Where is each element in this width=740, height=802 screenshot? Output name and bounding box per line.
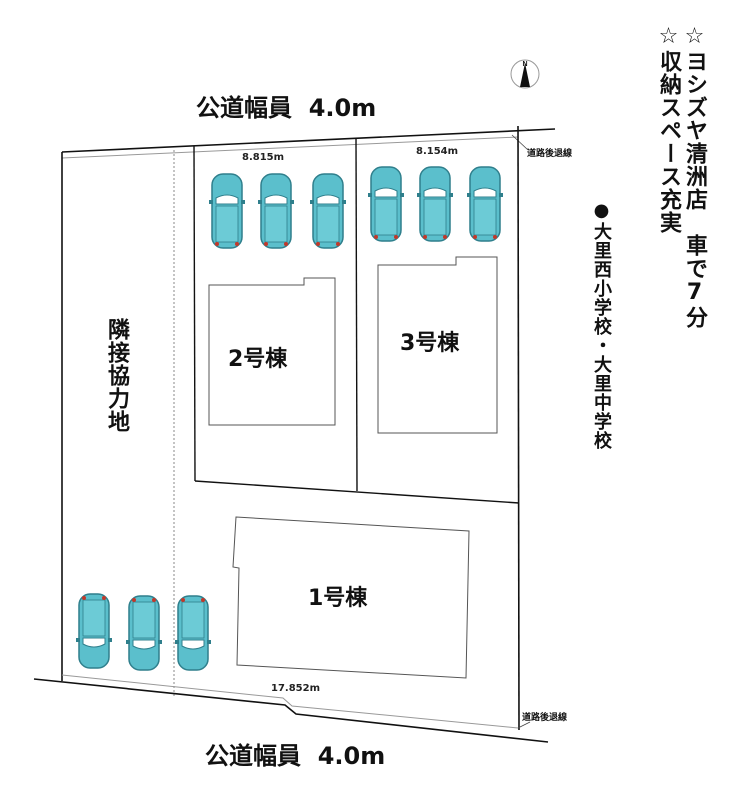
lot23-bottom-boundary <box>194 480 520 504</box>
lot2-lot3-division <box>355 137 358 492</box>
adjacent-land-label: 隣接協力地 <box>104 318 129 433</box>
top-setback-line <box>61 136 519 159</box>
bottom-setback-leader <box>517 721 531 729</box>
top-road-label: 公道幅員 4.0m <box>196 88 376 123</box>
top-road-edge <box>61 128 556 153</box>
bottom-road-edge <box>33 678 549 743</box>
top-setback-label: 道路後退線 <box>527 149 573 159</box>
bottom-road-width: 4.0m <box>317 742 386 770</box>
parking-car-icon <box>416 165 454 243</box>
bottom-road-name: 公道幅員 <box>205 742 301 770</box>
top-road-width: 4.0m <box>308 94 377 122</box>
parking-car-icon <box>174 594 212 672</box>
building-3-footprint <box>377 256 498 434</box>
bottom-setback-line <box>61 674 519 729</box>
promo-schools: ●大里西小学校・大里中学校 <box>591 200 612 450</box>
parking-car-icon <box>309 172 347 250</box>
parking-car-icon <box>466 165 504 243</box>
lot1-frontage-dimension: 17.852m <box>271 683 321 694</box>
right-boundary <box>517 125 520 731</box>
building-2-footprint <box>208 277 336 426</box>
top-setback-leader <box>511 134 529 151</box>
parking-car-icon <box>208 172 246 250</box>
lot3-frontage-dimension: 8.154m <box>416 146 459 157</box>
promo-line-2: ☆収納スペース充実 <box>656 24 681 234</box>
bottom-setback-label: 道路後退線 <box>522 713 568 723</box>
lot2-frontage-dimension: 8.815m <box>242 152 285 163</box>
svg-text:N: N <box>522 61 527 68</box>
building-1-footprint <box>232 516 470 679</box>
parking-car-icon <box>257 172 295 250</box>
lot2-left-boundary <box>193 145 196 482</box>
building-2-label: 2号棟 <box>228 347 288 372</box>
parking-car-icon <box>125 594 163 672</box>
bottom-road-label: 公道幅員 4.0m <box>205 736 385 771</box>
north-arrow-icon: N <box>510 59 540 89</box>
parking-car-icon <box>75 592 113 670</box>
building-3-label: 3号棟 <box>400 331 460 356</box>
parking-car-icon <box>367 165 405 243</box>
promo-line-1: ☆ヨシズヤ清洲店 車で7分 <box>682 24 707 329</box>
building-1-label: 1号棟 <box>308 586 368 611</box>
top-road-name: 公道幅員 <box>196 94 292 122</box>
